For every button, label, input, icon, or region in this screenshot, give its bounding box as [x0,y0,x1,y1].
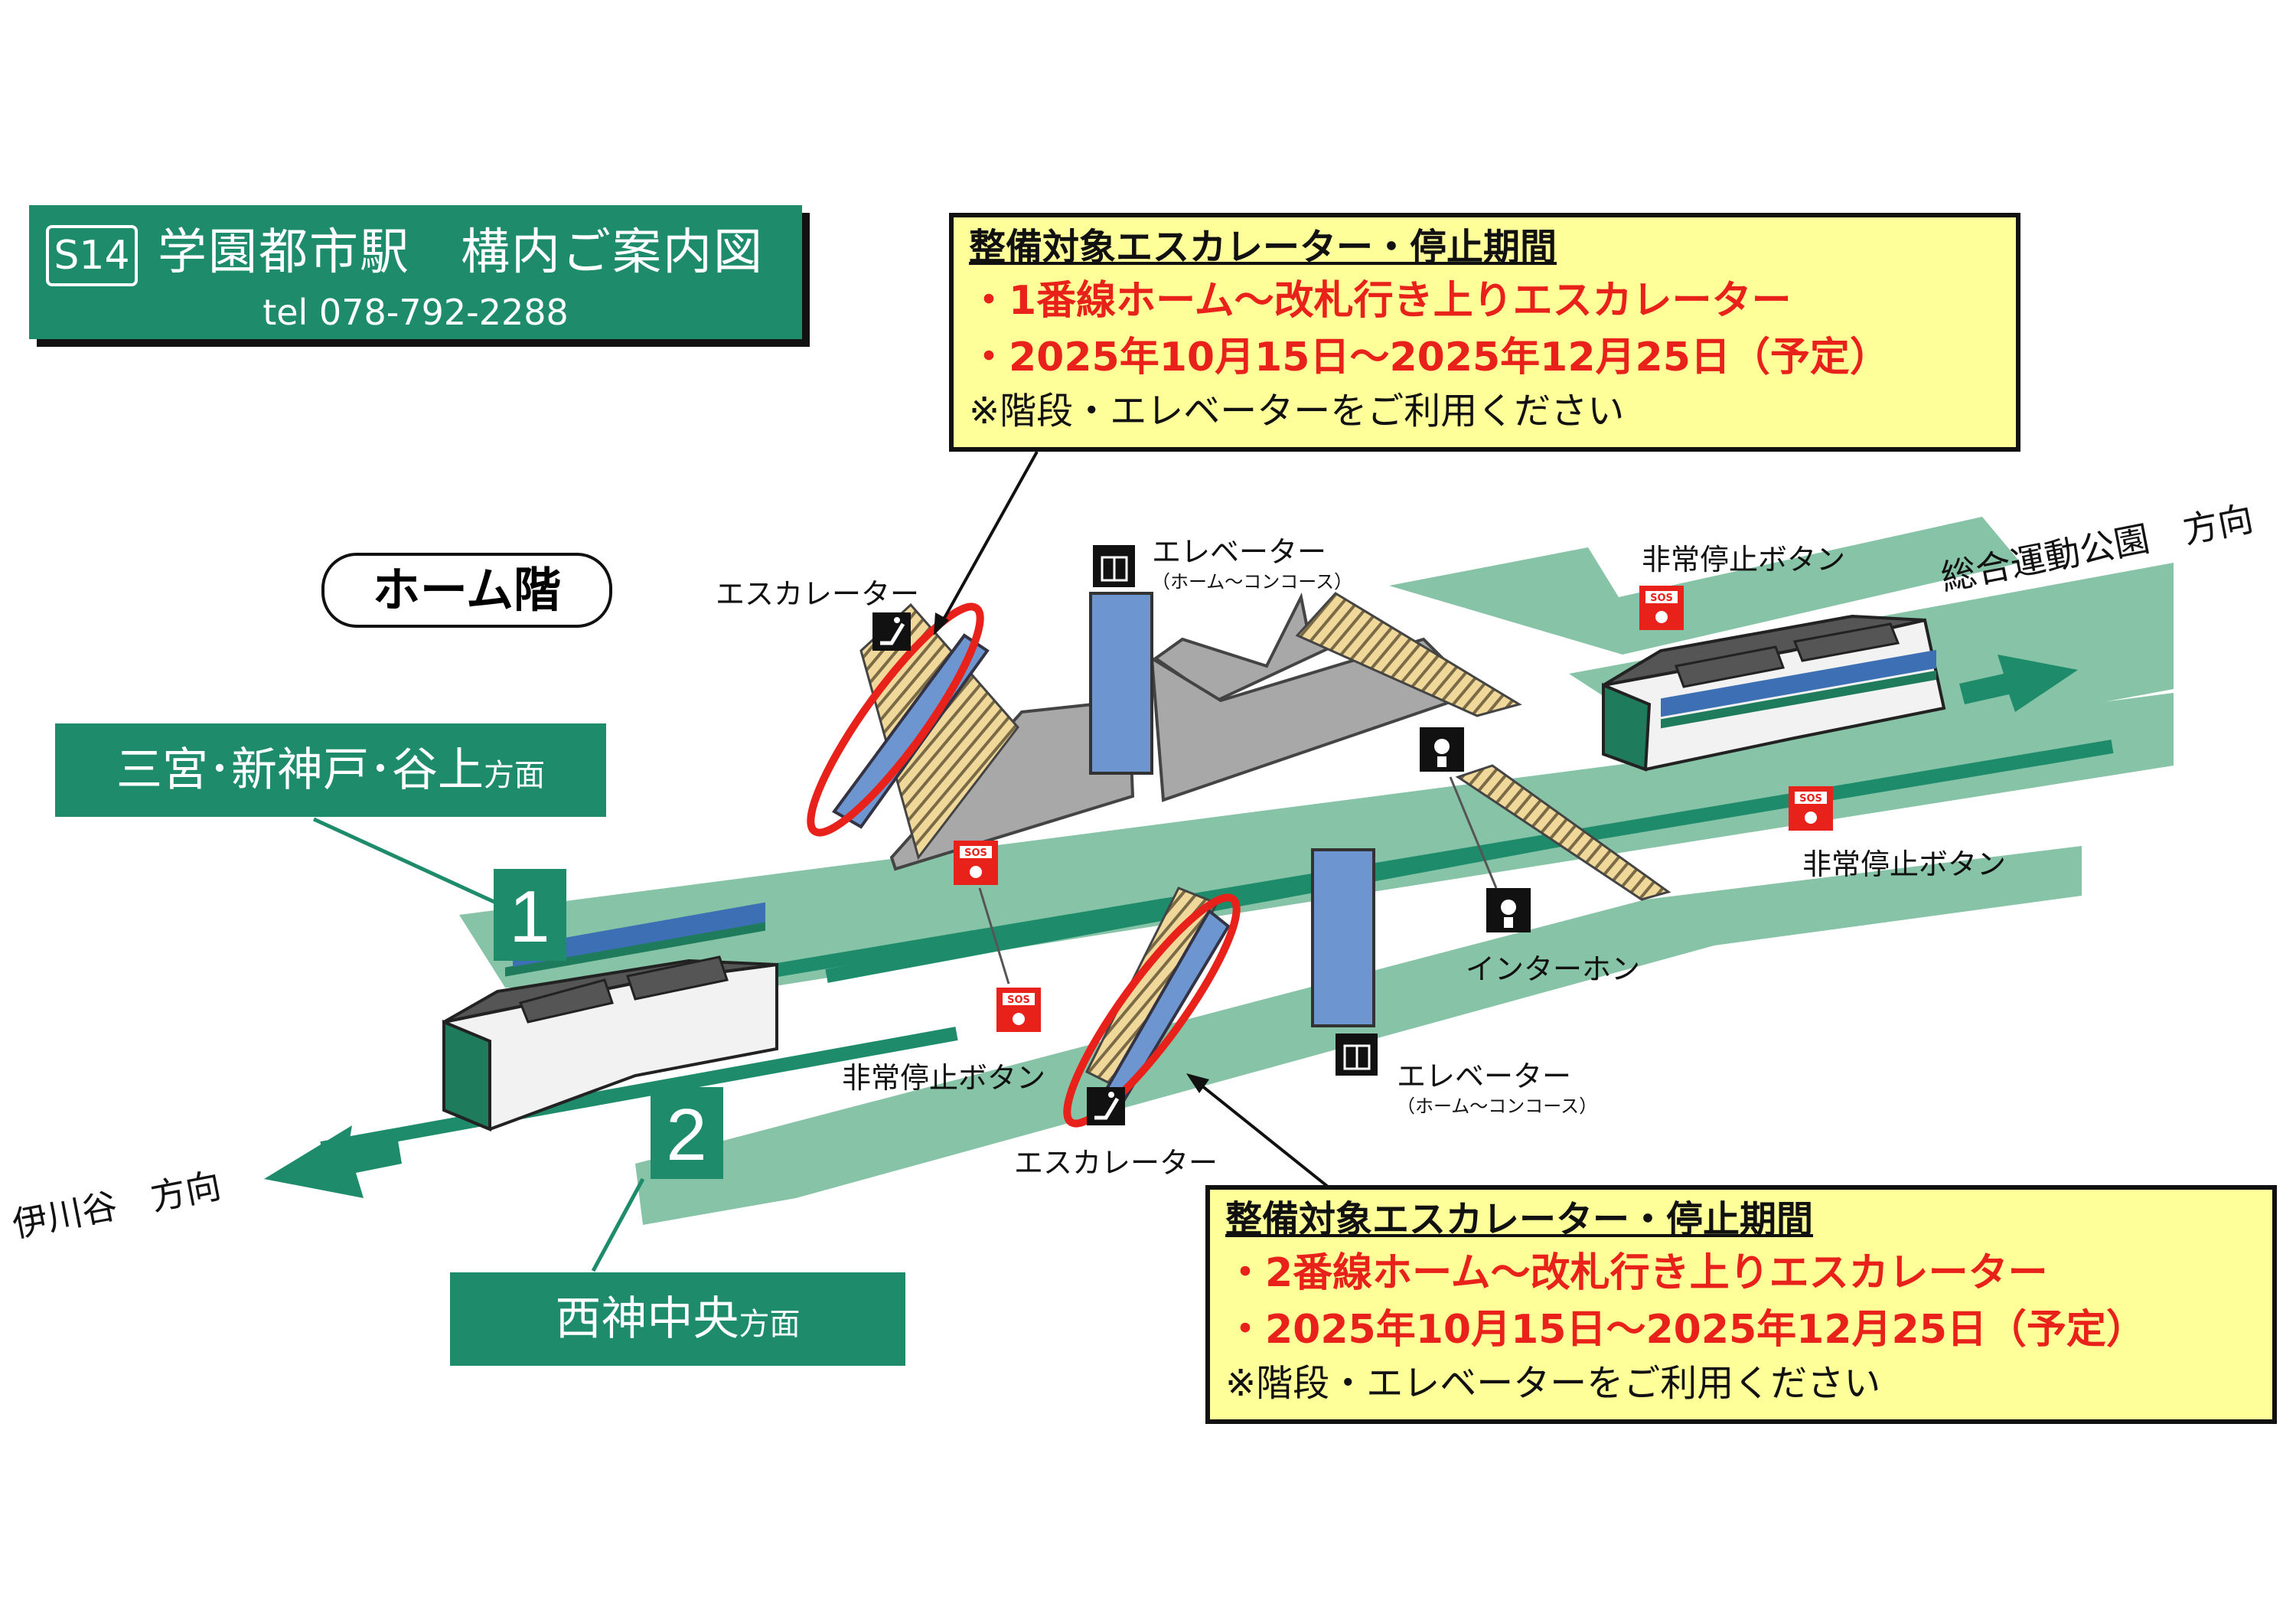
callout-line-1 [938,451,1039,627]
direction-platform-1-suffix: 方面 [484,758,545,793]
direction-box-platform-1: 三宮･新神戸･谷上方面 [55,723,606,817]
label-elevator-bottom-sub: （ホーム～コンコース） [1397,1096,1598,1117]
intercom-icon-top [1420,727,1464,772]
arrow-right-icon [1959,655,2078,712]
platform-1-number-box [494,869,566,961]
sos-icon-center-top: SOS [954,841,998,885]
escalator-icon-top [872,612,911,651]
stairs-upper-right [1295,592,1522,717]
highlight-escalator-1 [807,603,984,837]
direction-platform-2-suffix: 方面 [739,1307,801,1342]
elevator-shaft-bottom [1311,848,1375,1027]
sos-icon-center-bottom: SOS [996,988,1041,1032]
platform-2-number: 2 [666,1094,706,1176]
label-emergency-right: 非常停止ボタン [1802,847,2007,881]
notice-2-heading: 整備対象エスカレーター・停止期間 [1225,1198,1814,1241]
label-elevator-top: エレベーター [1152,535,1327,569]
label-escalator-top: エスカレーター [716,577,920,611]
label-emergency-center: 非常停止ボタン [842,1061,1046,1095]
elevator-icon-bottom [1336,1034,1378,1076]
stairs-lower-right [1455,764,1671,901]
label-elevator-bottom: エレベーター [1397,1060,1572,1093]
notice-box-2: 整備対象エスカレーター・停止期間 ・2番線ホーム～改札行き上りエスカレーター ・… [1205,1185,2277,1424]
arrow-left-icon [264,1125,402,1198]
leader-sos-center [978,887,1010,985]
sos-icon-right: SOS [1789,786,1833,831]
notice-box-1: 整備対象エスカレーター・停止期間 ・1番線ホーム～改札行き上りエスカレーター ・… [949,213,2020,452]
label-emergency-top-right: 非常停止ボタン [1642,543,1846,576]
notice-1-heading: 整備対象エスカレーター・停止期間 [969,226,1557,269]
notice-2-line1: ・2番線ホーム～改札行き上りエスカレーター [1225,1250,2048,1296]
sos-text-upper-right: SOS [1650,593,1673,604]
station-code-badge: S14 [46,225,138,286]
station-title-box: S14 学園都市駅 構内ご案内図 tel 078-792-2288 [29,205,802,339]
sos-text-center-top: SOS [964,847,987,859]
label-intercom: インターホン [1466,952,1641,986]
track-line-2 [320,1027,958,1155]
platform-1-number: 1 [509,876,550,958]
intercom-icon-bottom [1486,888,1531,932]
elevator-shaft-top [1089,592,1153,775]
train-upper-right [1602,614,1946,772]
escalator-icon-bottom [1087,1087,1125,1125]
highlight-escalator-2 [1063,893,1241,1128]
train-lower-left [442,902,778,1132]
sos-icon-upper-right: SOS [1639,586,1684,630]
connector-platform-2 [591,1177,645,1272]
sos-text-center-bottom: SOS [1007,994,1030,1006]
station-title: 学園都市駅 構内ご案内図 [158,224,764,281]
label-escalator-bottom: エスカレーター [1014,1146,1218,1180]
floor-label: ホーム階 [321,553,612,628]
callout-arrowhead-2 [1186,1073,1209,1093]
elevator-icon-top [1093,545,1135,587]
sos-text-right: SOS [1799,793,1822,805]
platform-2-number-box [651,1087,723,1179]
stair-housing-center [1153,592,1336,703]
platform-upper-right [1389,517,2020,655]
notice-2-note: ※階段・エレベーターをご利用ください [1225,1362,1881,1405]
label-elevator-top-sub: （ホーム～コンコース） [1152,571,1353,593]
connector-platform-1 [312,817,499,906]
direction-platform-1-main: 三宮･新神戸･谷上 [116,743,484,797]
notice-1-line2: ・2025年10月15日～2025年12月25日（予定） [969,335,1890,380]
leader-intercom [1449,776,1498,889]
notice-1-line1: ・1番線ホーム～改札行き上りエスカレーター [969,278,1792,324]
direction-platform-2-main: 西神中央 [555,1292,739,1346]
escalator-platform-1 [832,633,990,829]
station-phone: tel 078-792-2288 [263,292,569,333]
notice-2-line2: ・2025年10月15日～2025年12月25日（予定） [1225,1307,2146,1353]
callout-line-2 [1192,1078,1329,1188]
notice-1-note: ※階段・エレベーターをご利用ください [969,390,1625,433]
callout-arrowhead-1 [934,612,949,635]
direction-box-platform-2: 西神中央方面 [450,1272,905,1366]
